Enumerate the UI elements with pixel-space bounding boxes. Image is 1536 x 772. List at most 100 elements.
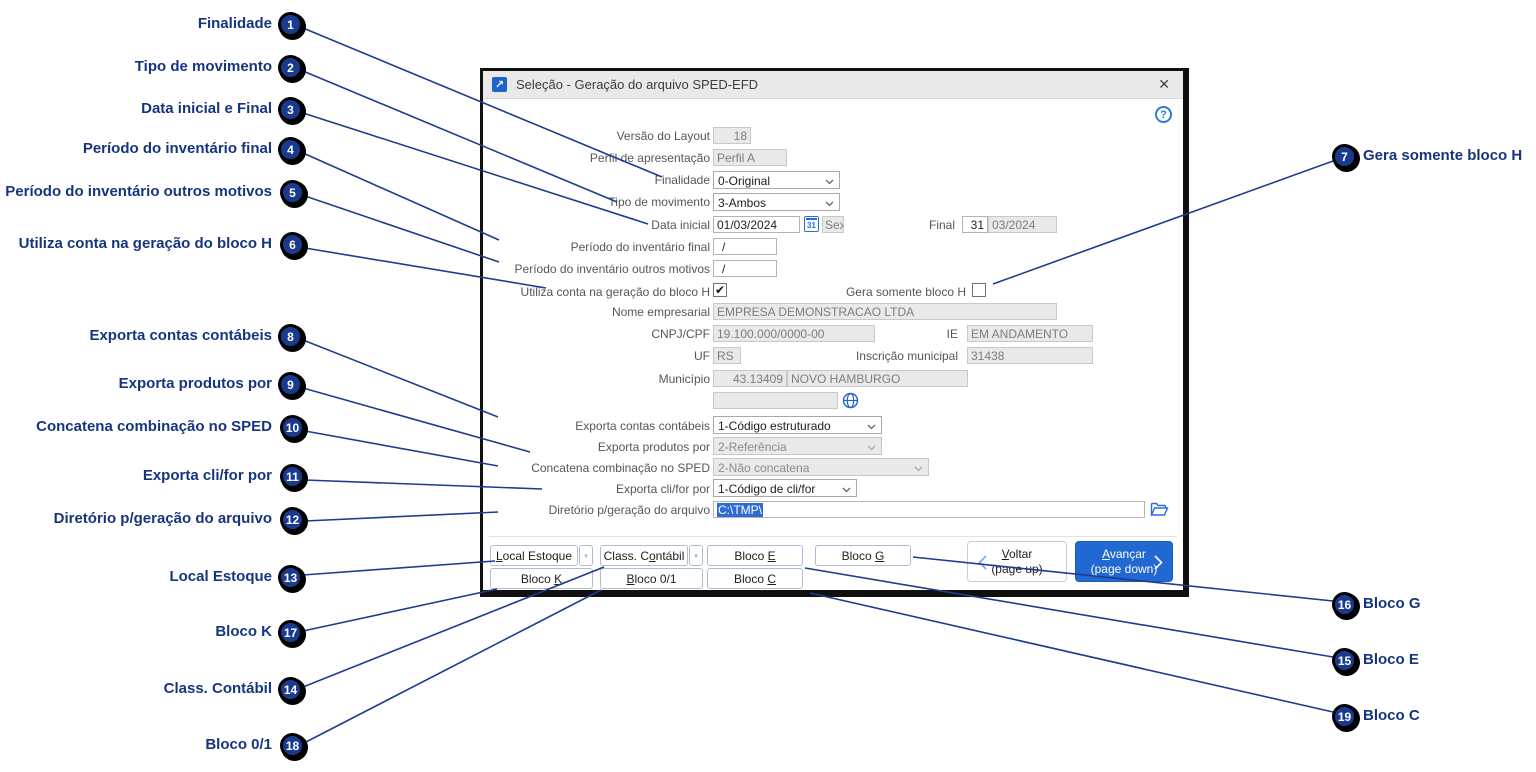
- annotation-badge-18: 18: [280, 733, 305, 758]
- local-estoque-dropdown-button[interactable]: ▾: [579, 545, 593, 566]
- class-contabil-dropdown-button[interactable]: ▾: [689, 545, 703, 566]
- utiliza-conta-checkbox[interactable]: ✔: [713, 283, 727, 297]
- annotation-label-class-contabil: Class. Contábil: [163, 680, 272, 697]
- diretorio-label: Diretório p/geração do arquivo: [548, 503, 710, 517]
- concatena-select: 2-Não concatena: [713, 458, 929, 476]
- bloco-e-button[interactable]: Bloco E: [707, 545, 803, 566]
- cnpj-field: 19.100.000/0000-00: [713, 325, 875, 342]
- uf-label: UF: [694, 349, 710, 363]
- gera-somente-h-label: Gera somente bloco H: [845, 285, 966, 299]
- exporta-contas-label: Exporta contas contábeis: [575, 419, 710, 433]
- annotation-badge-4: 4: [278, 137, 303, 162]
- avancar-button[interactable]: Avançar (page down): [1075, 541, 1173, 582]
- window-icon: ↗: [492, 77, 507, 92]
- perfil-field: Perfil A: [713, 149, 787, 166]
- annotation-label-exporta-clifor: Exporta cli/for por: [142, 467, 272, 484]
- annotation-label-bloco-01: Bloco 0/1: [205, 736, 272, 753]
- tipo-movimento-select[interactable]: 3-Ambos: [713, 193, 840, 211]
- open-folder-icon[interactable]: [1150, 502, 1169, 517]
- chevron-down-icon: [842, 487, 851, 493]
- concatena-label: Concatena combinação no SPED: [531, 461, 710, 475]
- chevron-down-icon: [825, 179, 834, 185]
- bloco-c-button[interactable]: Bloco C: [707, 568, 803, 589]
- tipo-movimento-label: Tipo de movimento: [608, 195, 710, 209]
- annotation-label-gera-somente-h: Gera somente bloco H: [1363, 147, 1523, 164]
- annotation-label-finalidade: Finalidade: [197, 15, 272, 32]
- chevron-down-icon: [825, 201, 834, 207]
- data-inicial-label: Data inicial: [651, 218, 710, 232]
- bloco-k-button[interactable]: Bloco K: [490, 568, 593, 589]
- dialog-titlebar[interactable]: ↗ Seleção - Geração do arquivo SPED-EFD …: [483, 71, 1183, 99]
- municipio-label: Município: [658, 372, 710, 386]
- annotation-label-tipo-movimento: Tipo de movimento: [134, 58, 272, 75]
- calendar-icon[interactable]: 31: [804, 216, 819, 232]
- bloco-01-button[interactable]: Bloco 0/1: [600, 568, 703, 589]
- annotation-badge-13: 13: [278, 565, 303, 590]
- gera-somente-h-checkbox[interactable]: [972, 283, 986, 297]
- periodo-inventario-final-label: Período do inventário final: [570, 240, 710, 254]
- data-final-month-field: 03/2024: [988, 216, 1057, 233]
- perfil-label: Perfil de apresentação: [589, 151, 710, 165]
- voltar-button[interactable]: Voltar (page up): [967, 541, 1067, 582]
- annotation-label-bloco-e: Bloco E: [1363, 651, 1419, 668]
- periodo-inventario-outros-label: Período do inventário outros motivos: [514, 262, 710, 276]
- annotation-label-bloco-g: Bloco G: [1363, 595, 1421, 612]
- close-icon[interactable]: ✕: [1158, 76, 1170, 92]
- annotation-badge-6: 6: [280, 232, 305, 257]
- local-estoque-button[interactable]: Local Estoque: [490, 545, 578, 566]
- exporta-produtos-select: 2-Referência: [713, 437, 882, 455]
- annotation-label-diretorio: Diretório p/geração do arquivo: [53, 510, 272, 527]
- exporta-produtos-label: Exporta produtos por: [597, 440, 710, 454]
- chevron-right-icon: [1154, 555, 1163, 570]
- ie-field: EM ANDAMENTO: [967, 325, 1093, 342]
- annotation-label-exporta-contas: Exporta contas contábeis: [89, 327, 272, 344]
- data-final-day-field[interactable]: 31: [962, 216, 988, 233]
- data-inicial-field[interactable]: 01/03/2024: [713, 216, 800, 233]
- bloco-g-button[interactable]: Bloco G: [815, 545, 911, 566]
- annotation-badge-14: 14: [278, 677, 303, 702]
- annotation-badge-1: 1: [278, 12, 303, 37]
- annotation-badge-7: 7: [1332, 144, 1357, 169]
- help-icon[interactable]: ?: [1155, 106, 1172, 123]
- inscricao-municipal-label: Inscrição municipal: [855, 349, 958, 363]
- annotation-badge-2: 2: [278, 55, 303, 80]
- periodo-inventario-outros-field[interactable]: /: [713, 260, 777, 277]
- annotation-label-exporta-produtos: Exporta produtos por: [118, 375, 272, 392]
- window-title: Seleção - Geração do arquivo SPED-EFD: [516, 77, 759, 92]
- annotation-label-concatena: Concatena combinação no SPED: [36, 418, 272, 435]
- annotation-label-bloco-k: Bloco K: [215, 623, 272, 640]
- globe-icon[interactable]: [842, 392, 859, 409]
- versao-layout-label: Versão do Layout: [616, 129, 710, 143]
- annotation-badge-11: 11: [280, 464, 305, 489]
- municipio-code-field: 43.13409: [713, 370, 787, 387]
- dialog-window: ↗ Seleção - Geração do arquivo SPED-EFD …: [480, 68, 1189, 597]
- exporta-clifor-select[interactable]: 1-Código de cli/for: [713, 479, 857, 497]
- chevron-down-icon: [867, 424, 876, 430]
- uf-field: RS: [713, 347, 741, 364]
- annotation-badge-15: 15: [1332, 648, 1357, 673]
- weekday-field: Sex: [822, 216, 844, 233]
- exporta-contas-select[interactable]: 1-Código estruturado: [713, 416, 882, 434]
- dialog-body: ? Versão do Layout 18 Perfil de apresent…: [483, 99, 1183, 589]
- annotation-label-local-estoque: Local Estoque: [169, 568, 272, 585]
- periodo-inventario-final-field[interactable]: /: [713, 238, 777, 255]
- annotation-label-data-inicial-final: Data inicial e Final: [141, 100, 272, 117]
- annotation-badge-10: 10: [280, 415, 305, 440]
- diretorio-field[interactable]: C:\TMP\: [713, 501, 1145, 518]
- annotation-label-bloco-c: Bloco C: [1363, 707, 1420, 724]
- divider: [489, 536, 1177, 537]
- class-contabil-button[interactable]: Class. Contábil: [600, 545, 688, 566]
- chevron-down-icon: [867, 445, 876, 451]
- annotation-badge-12: 12: [280, 507, 305, 532]
- chevron-down-icon: [914, 466, 923, 472]
- annotation-badge-8: 8: [278, 324, 303, 349]
- finalidade-label: Finalidade: [654, 173, 710, 187]
- annotation-badge-17: 17: [278, 620, 303, 645]
- finalidade-select[interactable]: 0-Original: [713, 171, 840, 189]
- chevron-left-icon: [978, 555, 987, 570]
- utiliza-conta-label: Utiliza conta na geração do bloco H: [520, 285, 710, 299]
- cnpj-label: CNPJ/CPF: [651, 327, 710, 341]
- annotation-label-utiliza-conta: Utiliza conta na geração do bloco H: [18, 235, 272, 252]
- annotation-label-periodo-inventario-outros: Período do inventário outros motivos: [5, 183, 272, 200]
